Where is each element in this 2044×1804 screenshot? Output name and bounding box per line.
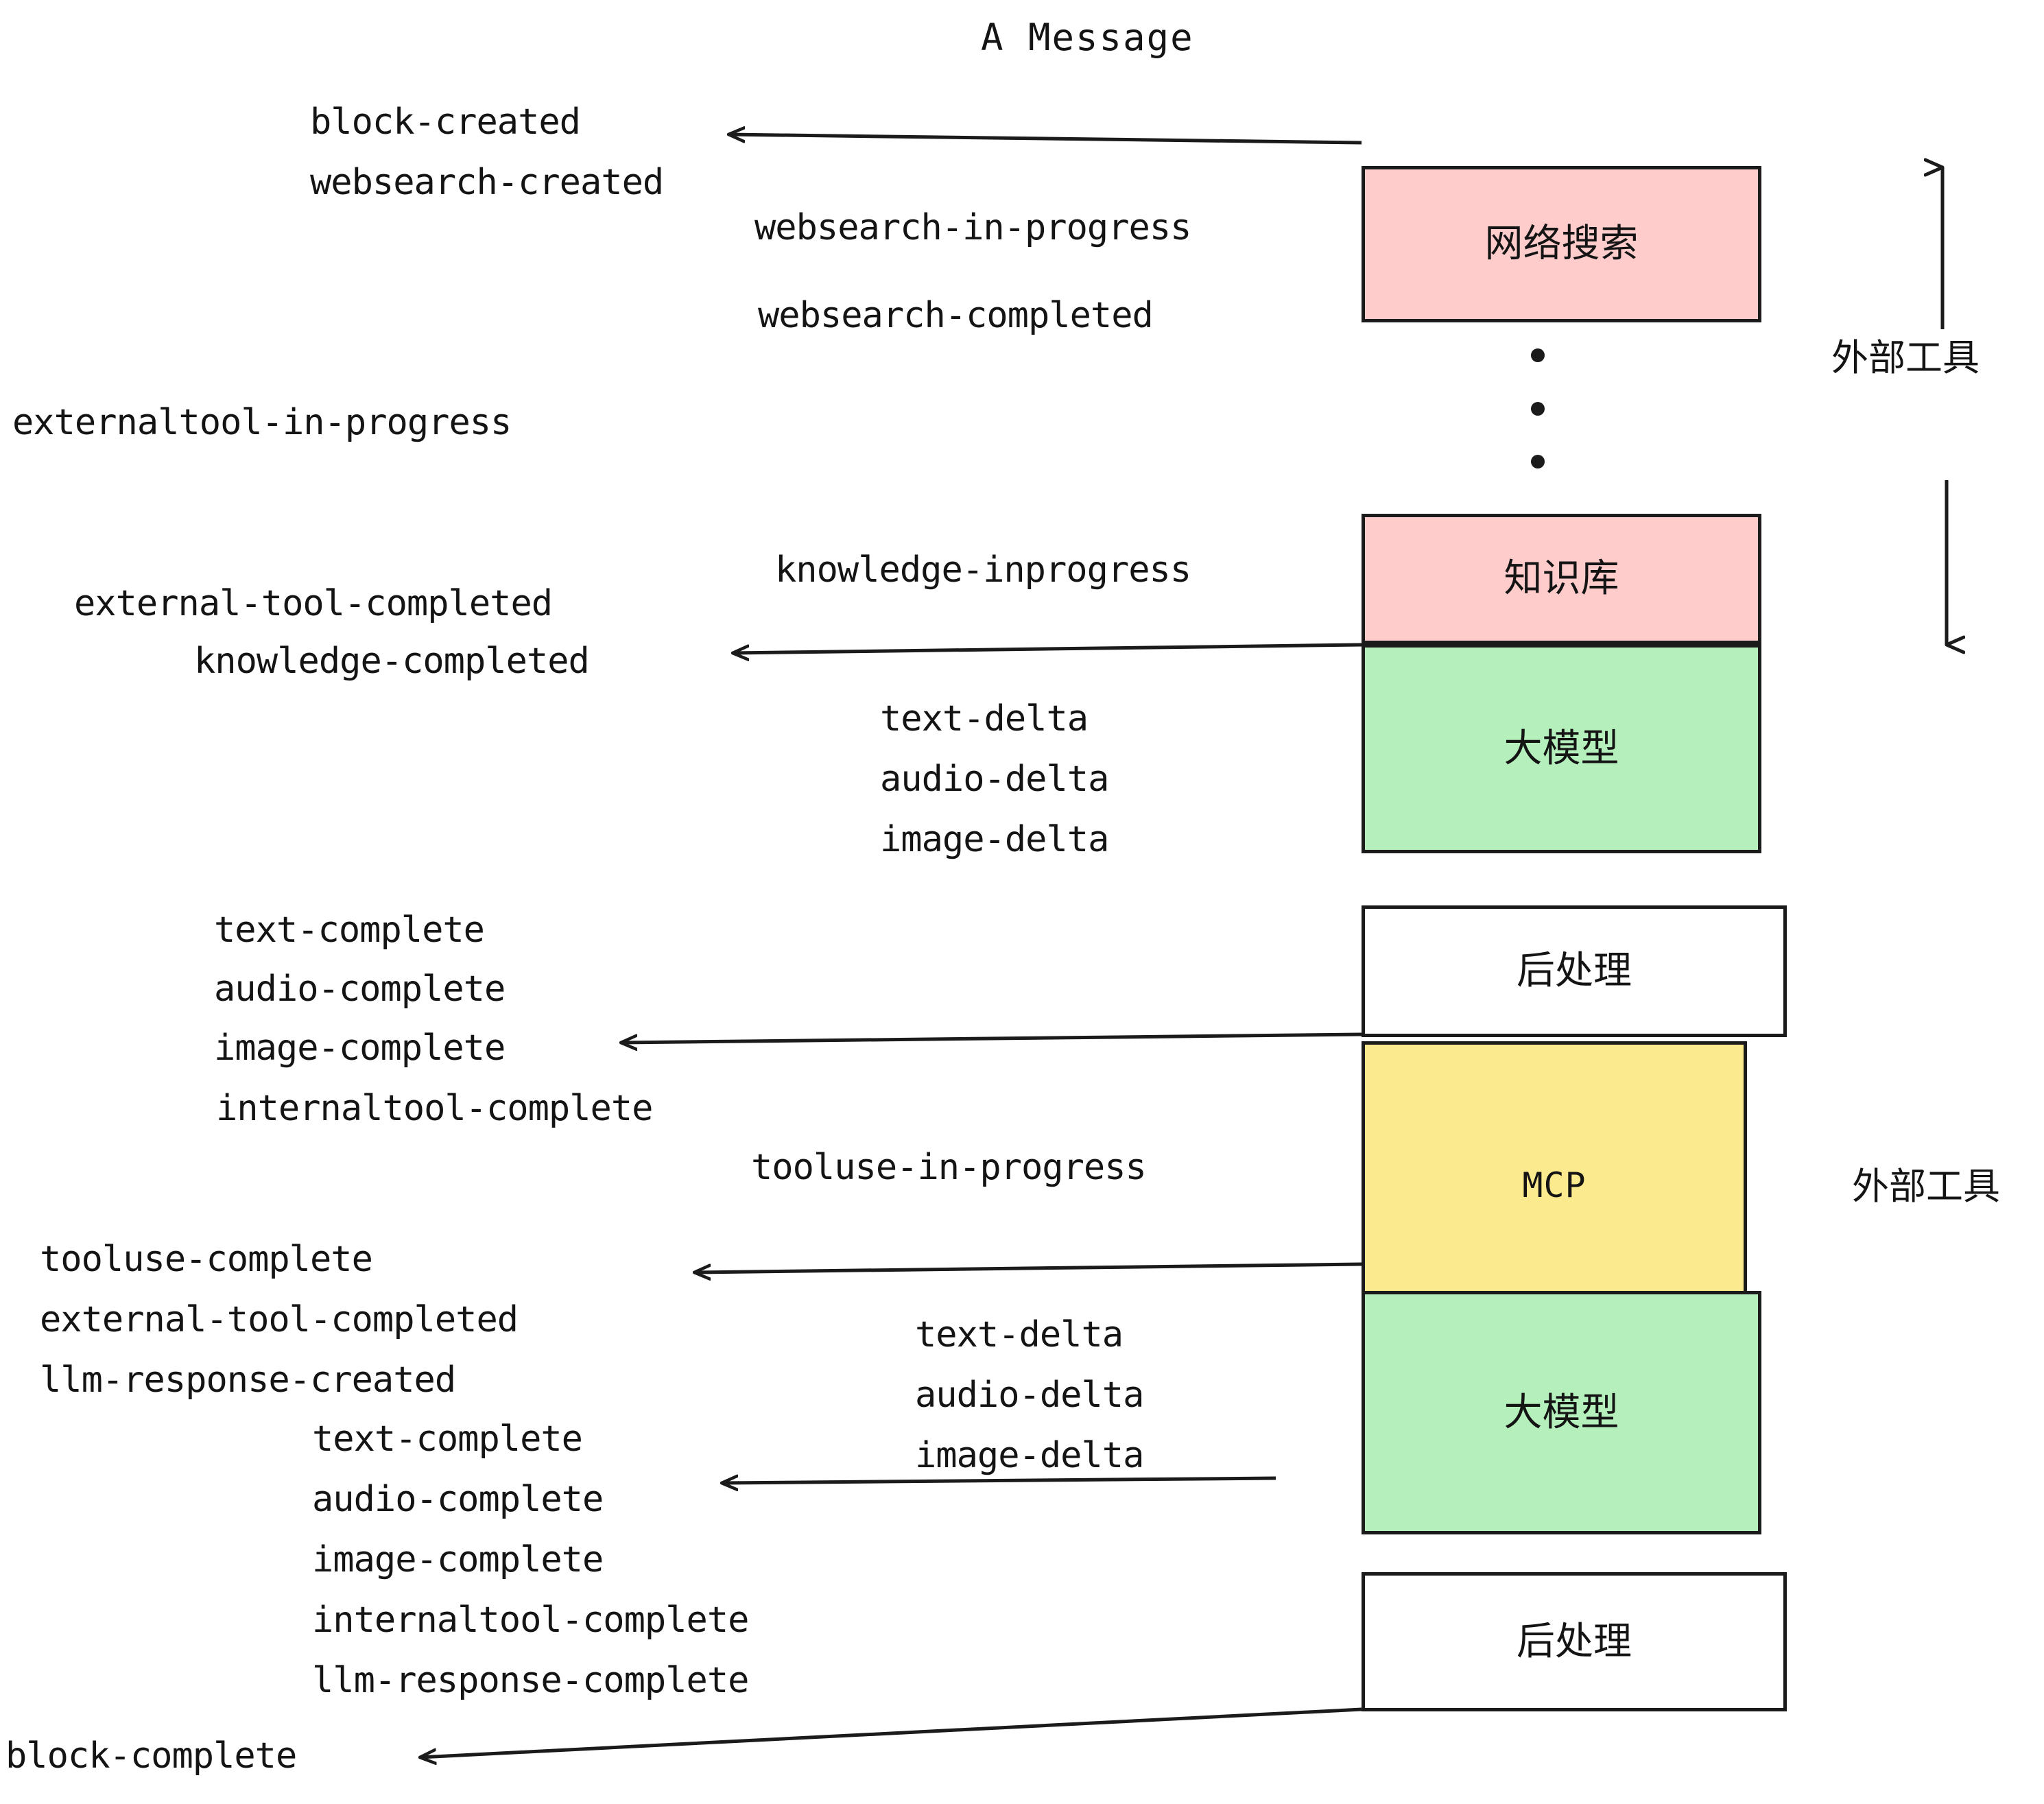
event-text-complete-2: text-complete (312, 1419, 583, 1460)
event-image-delta-1: image-delta (880, 819, 1109, 860)
box-llm-top-label: 大模型 (1504, 726, 1619, 771)
event-block-complete: block-complete (5, 1735, 297, 1777)
page-title: A Message (981, 16, 1194, 59)
box-mcp-label: MCP (1522, 1165, 1587, 1205)
side-label-external-tool-bottom: 外部工具 (1852, 1165, 2000, 1208)
arrow-llm-to-audio-complete (722, 1478, 1276, 1483)
event-block-created: block-created (310, 102, 581, 143)
event-external-tool-completed-1: external-tool-completed (74, 583, 553, 624)
box-llm-top[interactable]: 大模型 (1362, 644, 1761, 853)
event-text-delta-2: text-delta (915, 1314, 1124, 1355)
event-knowledge-inprogress: knowledge-inprogress (775, 549, 1191, 591)
event-tooluse-in-progress: tooluse-in-progress (751, 1147, 1147, 1188)
event-text-complete-1: text-complete (214, 910, 485, 951)
event-audio-complete-2: audio-complete (312, 1479, 604, 1520)
event-external-tool-completed-2: external-tool-completed (40, 1299, 519, 1340)
event-audio-delta-2: audio-delta (915, 1375, 1144, 1416)
box-postprocess-bottom[interactable]: 后处理 (1362, 1572, 1787, 1711)
box-knowledgebase-label: 知识库 (1504, 556, 1619, 601)
event-image-delta-2: image-delta (915, 1435, 1144, 1476)
event-knowledge-completed: knowledge-completed (194, 641, 590, 682)
event-internaltool-complete-1: internaltool-complete (216, 1088, 653, 1129)
box-websearch-label: 网络搜索 (1484, 222, 1639, 266)
arrow-mcp-to-tooluse-complete (694, 1262, 1362, 1272)
event-llm-response-created: llm-response-created (40, 1360, 456, 1401)
event-audio-delta-1: audio-delta (880, 759, 1109, 800)
event-image-complete-1: image-complete (214, 1028, 506, 1069)
event-llm-response-complete: llm-response-complete (312, 1660, 749, 1701)
event-text-delta-1: text-delta (880, 698, 1089, 739)
box-llm-bottom-label: 大模型 (1504, 1390, 1619, 1435)
arrow-websearch-to-created (728, 134, 1362, 145)
side-label-external-tool-top: 外部工具 (1831, 336, 1980, 379)
box-postprocess-bottom-label: 后处理 (1517, 1619, 1632, 1664)
event-websearch-in-progress: websearch-in-progress (754, 207, 1191, 248)
event-audio-complete-1: audio-complete (214, 969, 506, 1010)
event-tooluse-complete: tooluse-complete (40, 1239, 373, 1280)
event-websearch-completed: websearch-completed (758, 295, 1154, 336)
box-mcp[interactable]: MCP (1362, 1041, 1747, 1329)
vertical-ellipsis (1530, 348, 1546, 468)
arrow-postprocess-to-block-complete (420, 1707, 1362, 1757)
arrow-postprocess-to-image-complete (621, 1032, 1362, 1043)
box-websearch[interactable]: 网络搜索 (1362, 166, 1761, 322)
event-image-complete-2: image-complete (312, 1539, 604, 1580)
box-knowledgebase[interactable]: 知识库 (1362, 514, 1761, 644)
event-internaltool-complete-2: internaltool-complete (312, 1600, 749, 1641)
box-llm-bottom[interactable]: 大模型 (1362, 1291, 1761, 1534)
arrow-knowledge-to-completed (733, 643, 1362, 653)
box-postprocess-top[interactable]: 后处理 (1362, 905, 1787, 1037)
event-websearch-created: websearch-created (310, 162, 664, 203)
box-postprocess-top-label: 后处理 (1517, 949, 1632, 993)
event-externaltool-in-progress: externaltool-in-progress (12, 402, 512, 443)
